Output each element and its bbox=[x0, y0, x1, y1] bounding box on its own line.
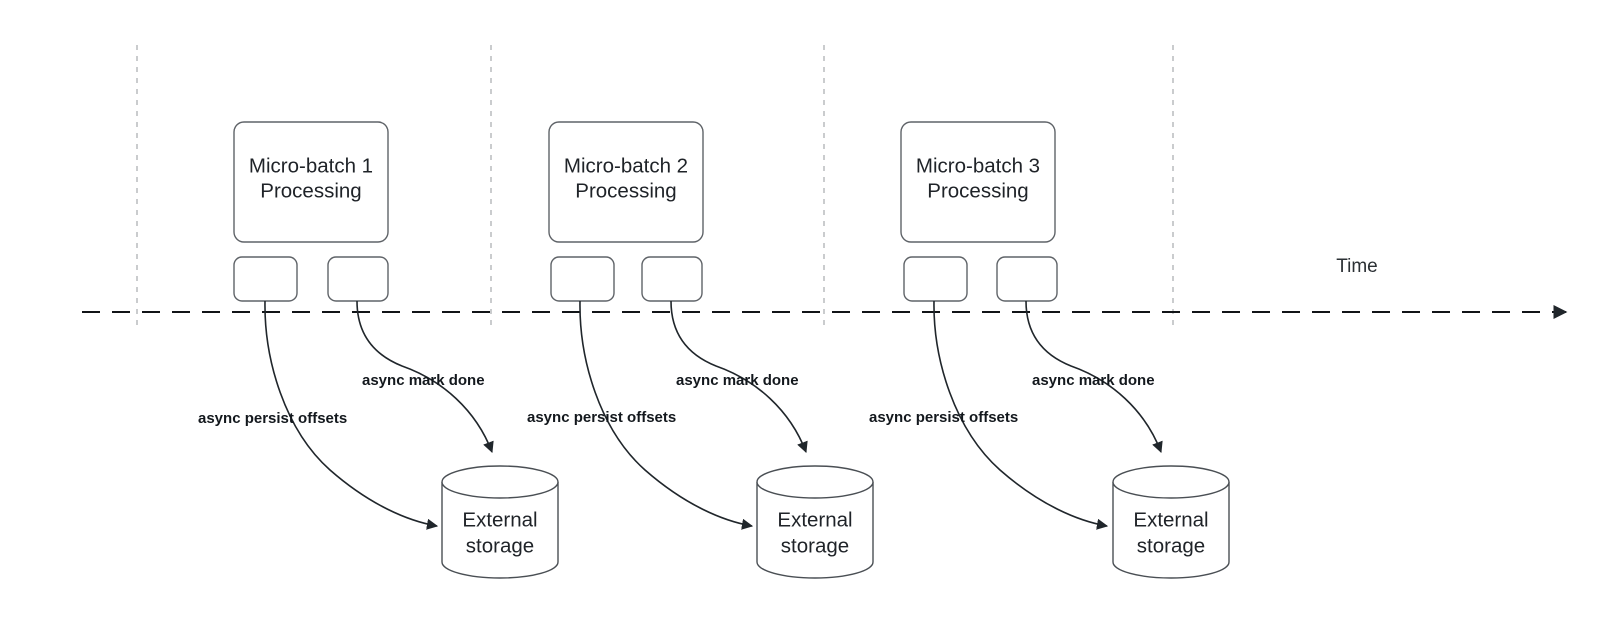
external-storage-1-label-line1: External bbox=[462, 508, 537, 531]
external-storage-2-top bbox=[756, 465, 874, 499]
micro-batch-1-task-box-right[interactable] bbox=[327, 256, 389, 302]
time-axis-label: Time bbox=[1336, 256, 1378, 277]
micro-batch-1-task-box-left[interactable] bbox=[233, 256, 298, 302]
micro-batch-1-box[interactable] bbox=[233, 121, 389, 243]
batch-group-2: Micro-batch 2 Processing async persist o… bbox=[527, 121, 874, 579]
micro-batch-1-async-mark-done-label: async mark done bbox=[362, 372, 485, 389]
micro-batch-1-async-mark-done-edge bbox=[356, 300, 494, 454]
micro-batch-3-title-line1: Micro-batch 3 bbox=[916, 154, 1040, 177]
micro-batch-2-title-line1: Micro-batch 2 bbox=[564, 154, 688, 177]
micro-batch-3-title-line2: Processing bbox=[927, 179, 1028, 202]
external-storage-1-top bbox=[441, 465, 559, 499]
external-storage-2-label-line1: External bbox=[777, 508, 852, 531]
micro-batch-3-async-mark-done-edge bbox=[1025, 300, 1163, 454]
external-storage-1-body bbox=[441, 482, 559, 579]
tick-lines-group bbox=[136, 45, 1174, 330]
external-storage-1-label-line2: storage bbox=[466, 534, 534, 557]
micro-batch-2-async-persist-offsets-edge bbox=[579, 300, 754, 530]
micro-batch-3-async-persist-offsets-label: async persist offsets bbox=[869, 409, 1018, 426]
external-storage-3-label-line2: storage bbox=[1137, 534, 1205, 557]
micro-batch-2-box[interactable] bbox=[548, 121, 704, 243]
micro-batch-3-external-storage-cylinder[interactable]: External storage bbox=[1112, 465, 1230, 579]
micro-batch-3-task-box-left[interactable] bbox=[903, 256, 968, 302]
time-axis-group: Time bbox=[82, 256, 1568, 319]
external-storage-2-body bbox=[756, 482, 874, 579]
micro-batch-3-async-mark-done-label: async mark done bbox=[1032, 372, 1155, 389]
micro-batch-2-external-storage-cylinder[interactable]: External storage bbox=[756, 465, 874, 579]
external-storage-2-label-line2: storage bbox=[781, 534, 849, 557]
micro-batch-3-task-box-right[interactable] bbox=[996, 256, 1058, 302]
micro-batch-2-async-mark-done-label: async mark done bbox=[676, 372, 799, 389]
micro-batch-2-async-persist-offsets-label: async persist offsets bbox=[527, 409, 676, 426]
external-storage-3-body bbox=[1112, 482, 1230, 579]
micro-batch-2-task-box-left[interactable] bbox=[550, 256, 615, 302]
micro-batch-1-title-line1: Micro-batch 1 bbox=[249, 154, 373, 177]
micro-batch-1-external-storage-cylinder[interactable]: External storage bbox=[441, 465, 559, 579]
micro-batch-3-box[interactable] bbox=[900, 121, 1056, 243]
micro-batch-3-async-persist-offsets-edge bbox=[933, 300, 1109, 530]
micro-batch-2-title-line2: Processing bbox=[575, 179, 676, 202]
micro-batch-1-async-persist-offsets-label: async persist offsets bbox=[198, 410, 347, 427]
external-storage-3-top bbox=[1112, 465, 1230, 499]
micro-batch-2-async-mark-done-edge bbox=[670, 300, 808, 454]
external-storage-3-label-line1: External bbox=[1133, 508, 1208, 531]
micro-batch-1-async-persist-offsets-edge bbox=[264, 300, 439, 530]
batch-group-1: Micro-batch 1 Processing async persist o… bbox=[198, 121, 559, 579]
micro-batch-1-title-line2: Processing bbox=[260, 179, 361, 202]
micro-batch-2-task-box-right[interactable] bbox=[641, 256, 703, 302]
batch-group-3: Micro-batch 3 Processing async persist o… bbox=[869, 121, 1230, 579]
